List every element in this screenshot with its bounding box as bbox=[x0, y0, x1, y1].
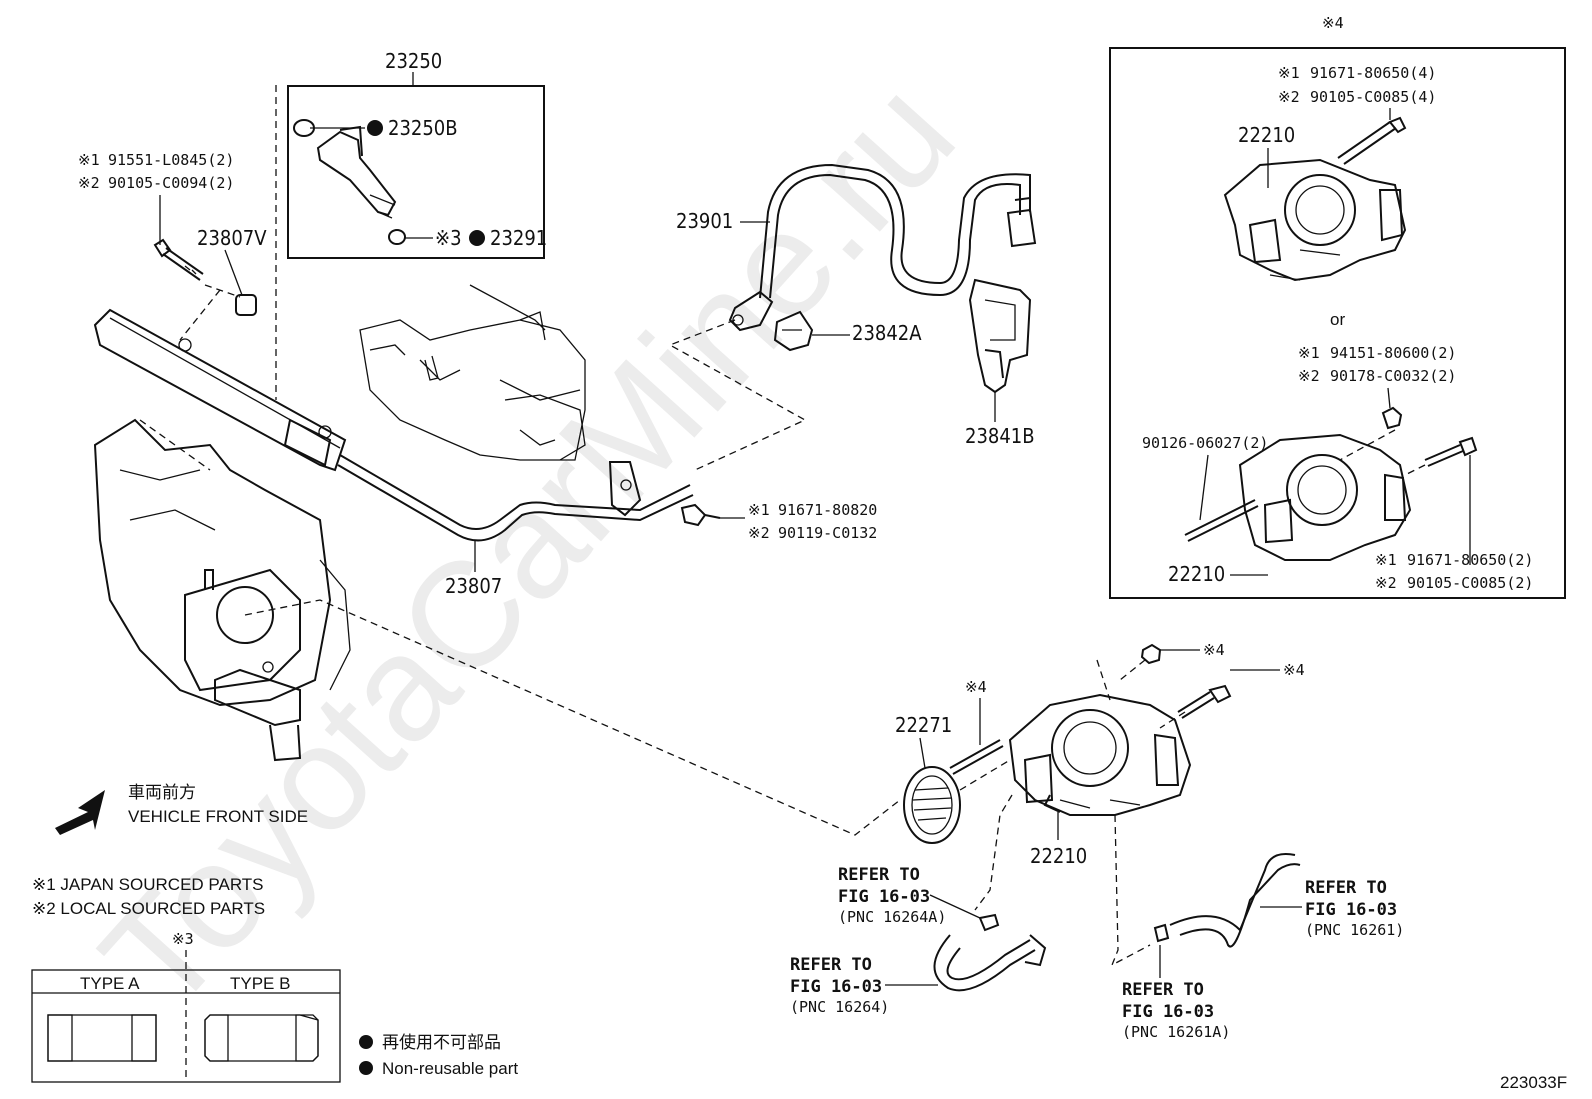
star4-stud: ※4 bbox=[965, 678, 987, 696]
non-reusable-bullet-icon bbox=[359, 1061, 373, 1075]
refer-2-l2: FIG 16-03 bbox=[790, 977, 882, 997]
part-label-22271: 22271 bbox=[895, 713, 952, 737]
mark-star3: ※3 bbox=[435, 226, 462, 250]
or-text: or bbox=[1330, 310, 1345, 329]
refer-1-l2: FIG 16-03 bbox=[838, 887, 930, 907]
route-line-hose bbox=[668, 319, 807, 471]
note-local-sourced: ※2 LOCAL SOURCED PARTS bbox=[32, 899, 265, 918]
fastener-box-mid-1: 94151-80600(2) bbox=[1330, 344, 1456, 362]
fastener-left-2: 90105-C0094(2) bbox=[108, 174, 234, 192]
hoses-lower bbox=[933, 853, 1301, 992]
intake-manifold-drawing bbox=[93, 418, 351, 762]
part-label-23291: 23291 bbox=[490, 226, 547, 250]
fastener-box-bot-1: 91671-80650(2) bbox=[1407, 551, 1533, 569]
front-en-label: VEHICLE FRONT SIDE bbox=[128, 807, 308, 826]
fuel-hose-23901 bbox=[728, 163, 1037, 332]
figure-code: 223033F bbox=[1500, 1073, 1567, 1092]
star4-bolt: ※4 bbox=[1283, 661, 1305, 679]
star1: ※1 bbox=[748, 501, 770, 519]
star3-table: ※3 bbox=[172, 930, 194, 948]
legend-en: Non-reusable part bbox=[382, 1059, 518, 1078]
refer-4-l3: (PNC 16261A) bbox=[1122, 1023, 1230, 1041]
non-reusable-bullet bbox=[469, 230, 485, 246]
type-b-label: TYPE B bbox=[230, 974, 290, 993]
type-a-label: TYPE A bbox=[80, 974, 140, 993]
refer-3-l2: FIG 16-03 bbox=[1305, 900, 1397, 920]
part-label-23842A: 23842A bbox=[852, 321, 922, 345]
refer-2-l1: REFER TO bbox=[790, 955, 872, 975]
fastener-box-mid-2: 90178-C0032(2) bbox=[1330, 367, 1456, 385]
refer-3-l3: (PNC 16261) bbox=[1305, 921, 1404, 939]
star1: ※1 bbox=[1278, 64, 1300, 82]
star2: ※2 bbox=[748, 524, 770, 542]
part-label-23807: 23807 bbox=[445, 574, 502, 598]
bracket-23841B bbox=[968, 278, 1032, 394]
star1: ※1 bbox=[1298, 344, 1320, 362]
throttle-body-main bbox=[903, 643, 1232, 967]
part-label-90126: 90126-06027(2) bbox=[1142, 434, 1268, 452]
star1: ※1 bbox=[78, 151, 100, 169]
part-label-22210-c: 22210 bbox=[1030, 844, 1087, 868]
note-japan-sourced: ※1 JAPAN SOURCED PARTS bbox=[32, 875, 264, 894]
part-label-23250B: 23250B bbox=[388, 116, 458, 140]
clip-23842A bbox=[773, 310, 814, 352]
star4-box: ※4 bbox=[1322, 14, 1344, 32]
fastener-left-1: 91551-L0845(2) bbox=[108, 151, 234, 169]
non-reusable-bullet bbox=[367, 120, 383, 136]
fastener-box-bot-2: 90105-C0085(2) bbox=[1407, 574, 1533, 592]
part-label-22210-b: 22210 bbox=[1168, 562, 1225, 586]
fuel-delivery-pipe bbox=[93, 308, 347, 472]
part-label-23901: 23901 bbox=[676, 209, 733, 233]
route-line-pipe bbox=[139, 419, 211, 471]
part-label-23807V: 23807V bbox=[197, 226, 267, 250]
route-line-manifold bbox=[244, 599, 901, 836]
fastener-mid-2: 90119-C0132 bbox=[778, 524, 877, 542]
non-reusable-bullet-icon bbox=[359, 1035, 373, 1049]
fastener-box-top-2: 90105-C0085(4) bbox=[1310, 88, 1436, 106]
refer-4-l1: REFER TO bbox=[1122, 980, 1204, 1000]
star2: ※2 bbox=[78, 174, 100, 192]
star4-nut: ※4 bbox=[1203, 641, 1225, 659]
throttle-alternatives-box bbox=[1109, 47, 1566, 599]
bolt-and-collar-23807V bbox=[153, 238, 257, 341]
part-label-23841B: 23841B bbox=[965, 424, 1035, 448]
star2: ※2 bbox=[1278, 88, 1300, 106]
star2: ※2 bbox=[1298, 367, 1320, 385]
bolt-91671-80820 bbox=[680, 503, 721, 527]
engine-block-drawing bbox=[359, 284, 586, 461]
star2: ※2 bbox=[1375, 574, 1397, 592]
refer-1-l3: (PNC 16264A) bbox=[838, 908, 946, 926]
fuel-tube bbox=[337, 454, 694, 542]
refer-3-l1: REFER TO bbox=[1305, 878, 1387, 898]
legend-jp: 再使用不可部品 bbox=[382, 1032, 501, 1052]
front-jp-label: 車両前方 bbox=[128, 783, 196, 802]
refer-4-l2: FIG 16-03 bbox=[1122, 1002, 1214, 1022]
refer-1-l1: REFER TO bbox=[838, 865, 920, 885]
refer-2-l3: (PNC 16264) bbox=[790, 998, 889, 1016]
front-arrow-icon bbox=[55, 790, 105, 835]
part-label-22210-a: 22210 bbox=[1238, 123, 1295, 147]
star1: ※1 bbox=[1375, 551, 1397, 569]
fastener-mid-1: 91671-80820 bbox=[778, 501, 877, 519]
part-label-23250: 23250 bbox=[385, 49, 442, 73]
gasket-type-table bbox=[31, 950, 341, 1083]
fastener-box-top-1: 91671-80650(4) bbox=[1310, 64, 1436, 82]
